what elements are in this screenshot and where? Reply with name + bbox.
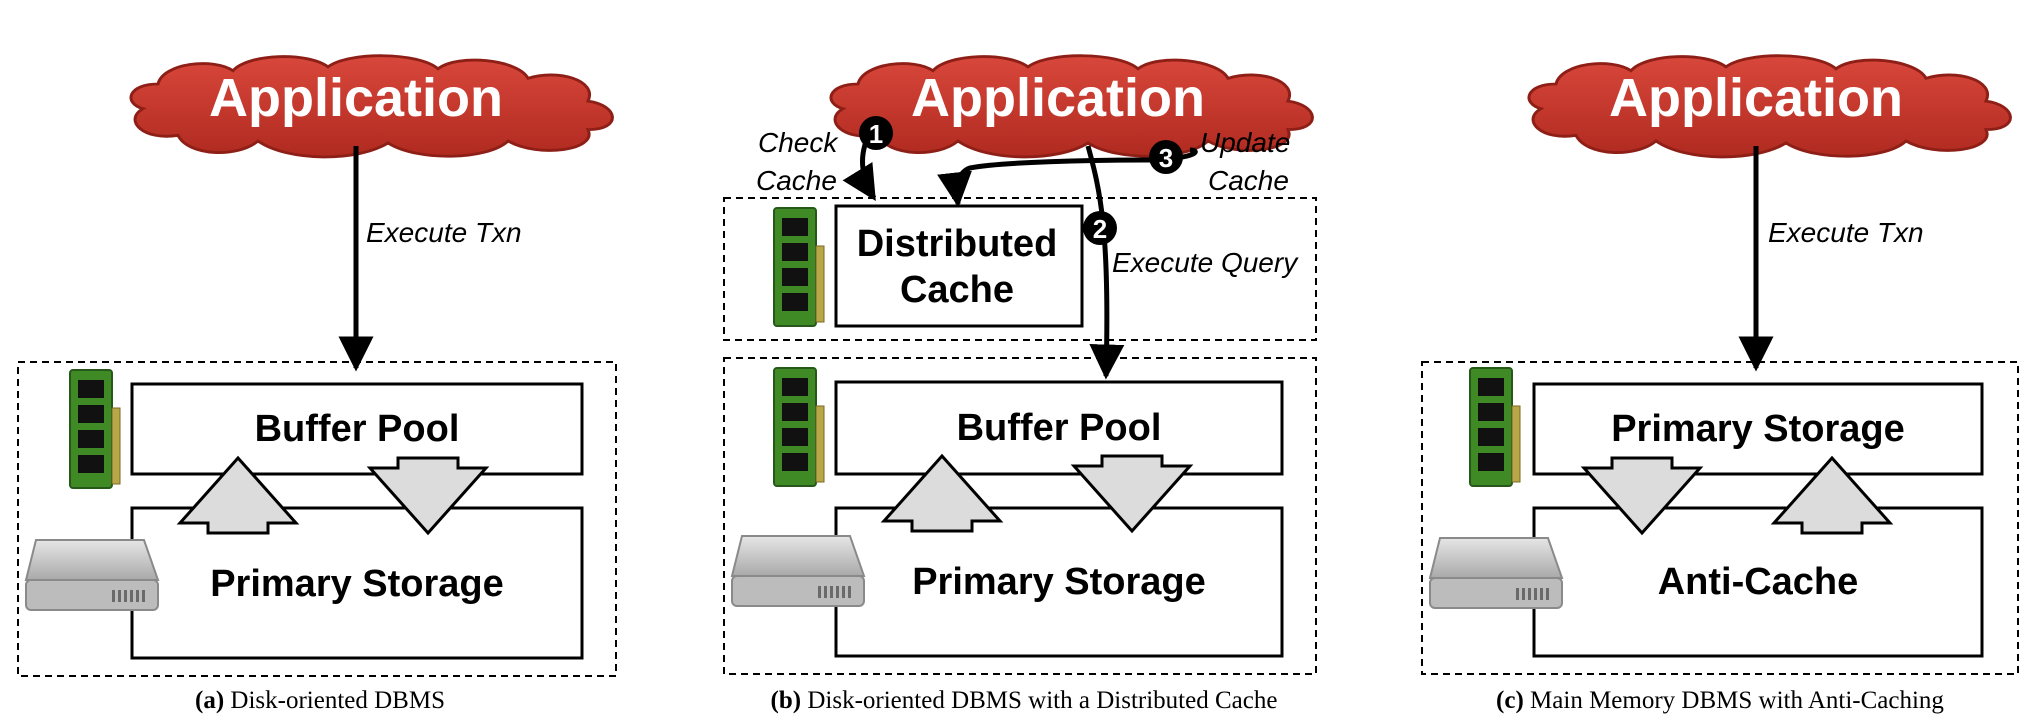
anti-cache-box bbox=[1532, 506, 1984, 658]
step-1-number: 1 bbox=[869, 119, 883, 149]
caption-a: (a) Disk-oriented DBMS bbox=[195, 687, 445, 714]
primary-storage-label: Primary Storage bbox=[210, 563, 504, 605]
disk-icon bbox=[1429, 537, 1563, 609]
panel-c: Application Execute Txn Primary Storage … bbox=[1421, 54, 2019, 714]
application-label: Application bbox=[209, 68, 503, 128]
panel-b: Application 1 Check Cache 3 Update Cache… bbox=[723, 54, 1317, 714]
dbms-boundary bbox=[723, 357, 1317, 675]
cache-label-line2: Cache bbox=[900, 269, 1014, 311]
anti-cache-label: Anti-Cache bbox=[1658, 561, 1859, 603]
caption-c: (c) Main Memory DBMS with Anti-Caching bbox=[1496, 687, 1944, 714]
distributed-cache-box bbox=[834, 204, 1084, 328]
primary-storage-box bbox=[834, 506, 1284, 658]
cache-boundary bbox=[723, 197, 1317, 341]
dbms-boundary bbox=[1421, 361, 2019, 675]
step-3-number: 3 bbox=[1159, 143, 1173, 173]
disk-icon bbox=[731, 535, 865, 607]
disk-icon bbox=[25, 539, 159, 611]
buffer-pool-box bbox=[834, 380, 1284, 476]
application-label: Application bbox=[1609, 68, 1903, 128]
update-cache-arrow bbox=[937, 147, 1198, 208]
step-2-number: 2 bbox=[1093, 214, 1107, 244]
check-label-line2: Cache bbox=[756, 165, 837, 196]
ram-icon bbox=[1469, 367, 1521, 487]
primary-storage-label: Primary Storage bbox=[912, 561, 1206, 603]
panel-a: Application Execute Txn Buffer Pool Prim… bbox=[17, 54, 617, 714]
application-label: Application bbox=[911, 68, 1205, 128]
caption-b: (b) Disk-oriented DBMS with a Distribute… bbox=[771, 687, 1278, 714]
update-label-line2: Cache bbox=[1208, 165, 1289, 196]
check-label-line1: Check bbox=[758, 127, 839, 158]
ram-icon bbox=[773, 367, 825, 487]
execute-query-arrow bbox=[1085, 145, 1125, 380]
buffer-pool-label: Buffer Pool bbox=[255, 408, 460, 450]
ram-icon bbox=[69, 369, 121, 489]
update-label-line1: Update bbox=[1200, 127, 1290, 158]
cache-label-line1: Distributed bbox=[857, 223, 1058, 265]
execute-txn-label: Execute Txn bbox=[1768, 217, 1924, 248]
ram-icon bbox=[773, 207, 825, 327]
step-1-badge bbox=[859, 116, 893, 150]
primary-storage-box bbox=[1532, 382, 1984, 476]
primary-storage-label: Primary Storage bbox=[1611, 408, 1905, 450]
execute-txn-label: Execute Txn bbox=[366, 217, 522, 248]
buffer-pool-label: Buffer Pool bbox=[957, 407, 1162, 449]
buffer-pool-box bbox=[130, 382, 584, 476]
step-3-badge bbox=[1149, 140, 1183, 174]
execute-query-label: Execute Query bbox=[1112, 247, 1299, 278]
step-2-badge bbox=[1083, 211, 1117, 245]
